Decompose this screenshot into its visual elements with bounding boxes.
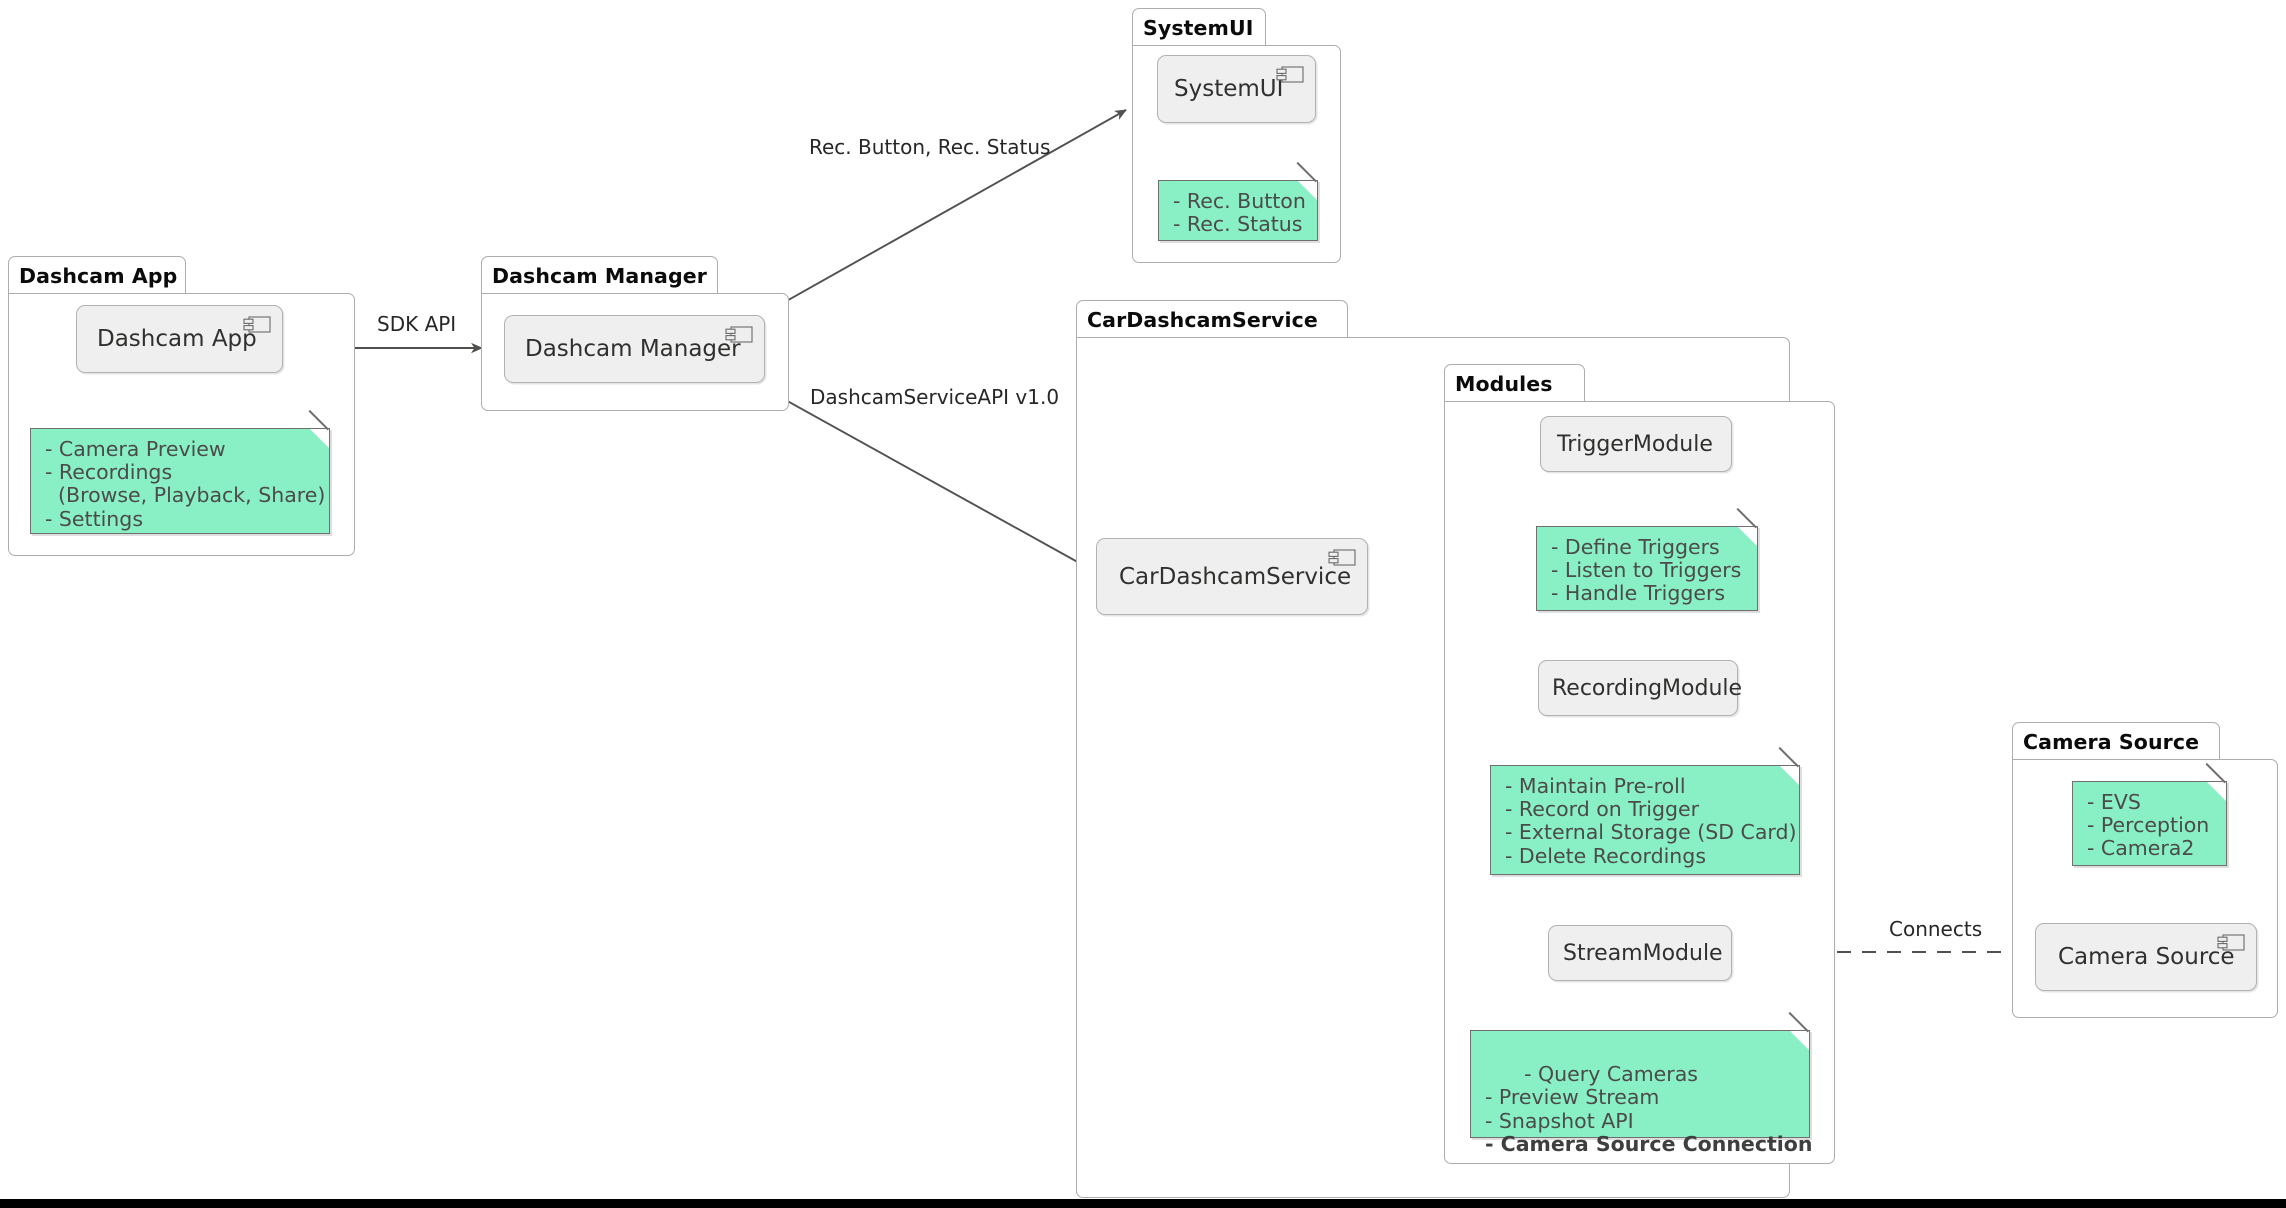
- note-systemui: - Rec. Button - Rec. Status: [1158, 161, 1318, 241]
- component-dashcam-manager[interactable]: Dashcam Manager: [504, 315, 765, 383]
- note-fold-corner: [1296, 161, 1317, 200]
- edge-label-connects-text: Connects: [1889, 917, 1983, 941]
- component-triggermodule[interactable]: TriggerModule: [1540, 416, 1732, 472]
- bottom-black-bar: [0, 1199, 2286, 1208]
- note-text-triggermodule: - Define Triggers - Listen to Triggers -…: [1551, 535, 1742, 606]
- edge-label-sdk-api-text: SDK API: [377, 312, 457, 336]
- package-label-camera-source: Camera Source: [2023, 729, 2200, 754]
- uml-component-icon: [725, 326, 753, 343]
- package-tab-dashcam-manager: Dashcam Manager: [481, 256, 718, 294]
- component-label-cardashcamservice: CarDashcamService: [1119, 563, 1352, 590]
- package-tab-modules: Modules: [1444, 364, 1585, 402]
- note-text-recordingmodule: - Maintain Pre-roll - Record on Trigger …: [1505, 774, 1797, 868]
- component-recordingmodule[interactable]: RecordingModule: [1538, 660, 1742, 716]
- package-tab-dashcam-app: Dashcam App: [8, 256, 186, 294]
- note-streammodule: - Query Cameras - Preview Stream - Snaps…: [1470, 1011, 1813, 1155]
- component-label-camera-source: Camera Source: [2058, 944, 2235, 970]
- edge-label-dashcamserviceapi-text: DashcamServiceAPI v1.0: [810, 385, 1060, 409]
- note-fold-corner: [1778, 746, 1799, 785]
- package-tab-cardashcamservice: CarDashcamService: [1076, 300, 1348, 338]
- note-text-streammodule: - Query Cameras - Preview Stream - Snaps…: [1471, 1031, 1813, 1188]
- note-fold-corner: [308, 409, 329, 448]
- package-tab-camera-source: Camera Source: [2012, 722, 2220, 760]
- note-fold-corner: [2205, 762, 2226, 801]
- package-label-dashcam-manager: Dashcam Manager: [492, 263, 707, 288]
- note-text-dashcam-app: - Camera Preview - Recordings (Browse, P…: [45, 437, 326, 531]
- note-text-streammodule-bold: - Camera Source Connection: [1485, 1131, 1813, 1156]
- component-camera-source[interactable]: Camera Source: [2035, 923, 2257, 991]
- uml-component-icon: [2217, 934, 2245, 951]
- component-label-recordingmodule: RecordingModule: [1552, 675, 1743, 701]
- edge-label-connects: Connects: [1889, 917, 1982, 941]
- component-label-triggermodule: TriggerModule: [1557, 431, 1713, 457]
- edge-label-sdk-api: SDK API: [377, 312, 456, 336]
- component-label-systemui: SystemUI: [1174, 76, 1284, 102]
- edge-label-dashcamserviceapi: DashcamServiceAPI v1.0: [810, 385, 1059, 409]
- component-streammodule[interactable]: StreamModule: [1548, 925, 1732, 981]
- component-cardashcamservice[interactable]: CarDashcamService: [1096, 538, 1368, 615]
- note-text-camera-source: - EVS - Perception - Camera2: [2087, 790, 2210, 861]
- note-camera-source: - EVS - Perception - Camera2: [2072, 762, 2227, 866]
- component-label-dashcam-app: Dashcam App: [97, 326, 257, 352]
- note-triggermodule: - Define Triggers - Listen to Triggers -…: [1536, 507, 1758, 611]
- package-label-cardashcamservice: CarDashcamService: [1087, 307, 1318, 332]
- package-label-systemui: SystemUI: [1143, 15, 1254, 40]
- package-label-modules: Modules: [1455, 371, 1553, 396]
- note-fold-corner: [1788, 1011, 1809, 1050]
- component-label-streammodule: StreamModule: [1563, 940, 1723, 966]
- package-label-dashcam-app: Dashcam App: [19, 263, 178, 288]
- uml-component-icon: [243, 316, 271, 333]
- uml-component-icon: [1276, 66, 1304, 83]
- package-tab-systemui: SystemUI: [1132, 8, 1266, 46]
- component-label-dashcam-manager: Dashcam Manager: [525, 336, 741, 362]
- note-dashcam-app: - Camera Preview - Recordings (Browse, P…: [30, 409, 330, 534]
- note-text-streammodule-plain: - Query Cameras - Preview Stream - Snaps…: [1485, 1062, 1698, 1133]
- edge-label-rec-button-status: Rec. Button, Rec. Status: [809, 135, 1050, 159]
- note-text-systemui: - Rec. Button - Rec. Status: [1173, 189, 1306, 237]
- edge-label-rec-button-status-text: Rec. Button, Rec. Status: [809, 135, 1051, 159]
- note-recordingmodule: - Maintain Pre-roll - Record on Trigger …: [1490, 746, 1800, 875]
- note-fold-corner: [1736, 507, 1757, 546]
- uml-component-icon: [1328, 549, 1356, 566]
- component-dashcam-app[interactable]: Dashcam App: [76, 305, 283, 373]
- component-systemui[interactable]: SystemUI: [1157, 55, 1316, 123]
